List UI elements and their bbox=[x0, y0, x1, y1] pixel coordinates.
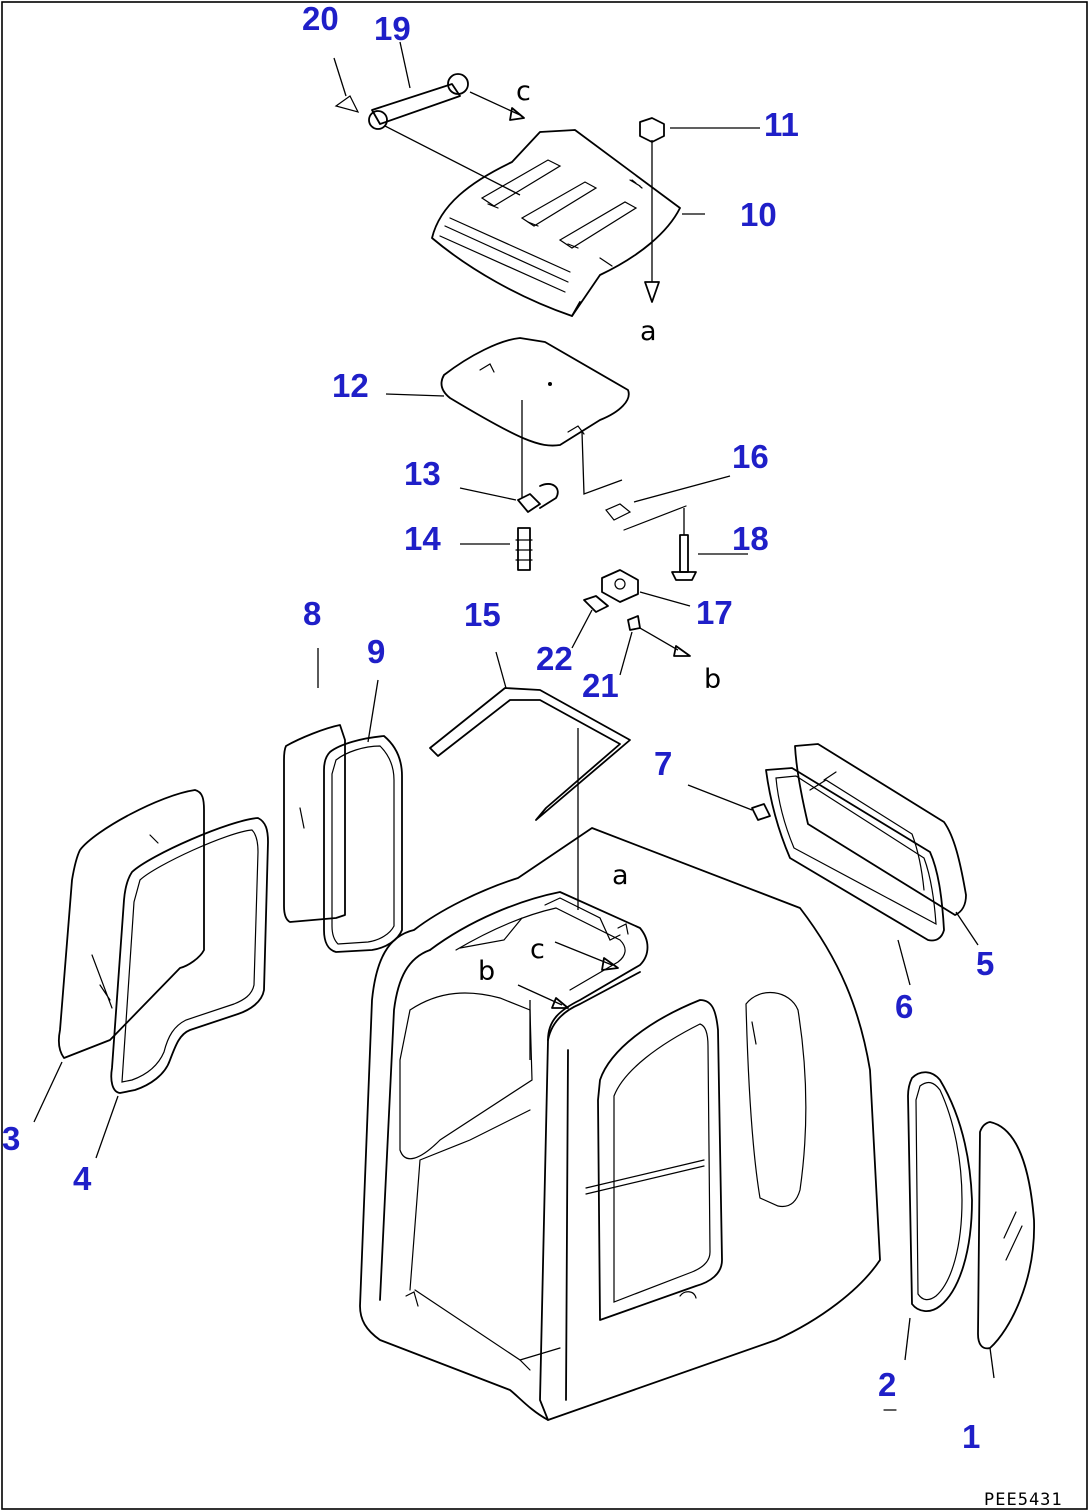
striker-17-part bbox=[601, 569, 639, 603]
ref-a-top: a bbox=[640, 316, 657, 347]
roof-panel-12 bbox=[440, 337, 630, 498]
rear-seal-6 bbox=[765, 767, 945, 942]
bolt-11-part bbox=[639, 117, 665, 303]
callout-11: 11 bbox=[764, 106, 799, 143]
callout-14: 14 bbox=[404, 520, 441, 557]
pin-21-part bbox=[627, 615, 691, 657]
callout-leaders bbox=[33, 41, 995, 1379]
callout-13: 13 bbox=[404, 455, 441, 492]
callout-19: 19 bbox=[374, 10, 411, 47]
callout-7: 7 bbox=[654, 745, 672, 782]
door-seal-4 bbox=[110, 817, 269, 1094]
door-glass-3 bbox=[57, 789, 205, 1059]
callout-2: 2 bbox=[878, 1366, 896, 1403]
ref-c-top: c bbox=[516, 76, 531, 107]
drawing-code: PEE5431 bbox=[984, 1490, 1063, 1510]
window-seal-9 bbox=[323, 735, 403, 953]
callout-15: 15 bbox=[464, 596, 501, 633]
callout-21: 21 bbox=[582, 667, 619, 704]
corner-seal-2 bbox=[907, 1071, 973, 1312]
callout-18: 18 bbox=[732, 520, 769, 557]
cab-reference-arrows bbox=[517, 941, 619, 1060]
corner-glass-1 bbox=[977, 1121, 1035, 1350]
callout-20: 20 bbox=[302, 0, 339, 37]
roof-seal-15 bbox=[429, 687, 631, 910]
callout-3: 3 bbox=[2, 1120, 20, 1157]
callout-6: 6 bbox=[895, 988, 913, 1025]
reference-letters: c a b a c b bbox=[478, 76, 721, 987]
lock-13-part bbox=[517, 483, 559, 513]
latch-16-part bbox=[605, 503, 687, 531]
retainer-7-part bbox=[751, 803, 771, 821]
gas-strut-19-part bbox=[334, 73, 525, 196]
ref-a-cab: a bbox=[612, 860, 629, 891]
roof-cover bbox=[431, 129, 681, 317]
callout-22: 22 bbox=[536, 640, 573, 677]
bolt-18-part bbox=[671, 508, 697, 581]
callout-17: 17 bbox=[696, 594, 733, 631]
callout-12: 12 bbox=[332, 367, 369, 404]
bolt-14-part bbox=[515, 527, 533, 571]
pin-22-part bbox=[583, 595, 609, 613]
callout-4: 4 bbox=[73, 1160, 92, 1197]
callout-numbers: 1 2 3 4 5 6 7 8 9 10 11 12 13 14 15 16 1… bbox=[2, 0, 994, 1455]
callout-8: 8 bbox=[303, 595, 321, 632]
cab-frame bbox=[359, 827, 881, 1421]
callout-1: 1 bbox=[962, 1418, 980, 1455]
ref-b-cab: b bbox=[478, 956, 495, 987]
callout-10: 10 bbox=[740, 196, 777, 233]
rear-glass-5 bbox=[794, 743, 967, 916]
ref-b-right: b bbox=[704, 664, 721, 695]
callout-9: 9 bbox=[367, 633, 385, 670]
callout-5: 5 bbox=[976, 945, 994, 982]
ref-c-cab: c bbox=[530, 934, 545, 965]
callout-16: 16 bbox=[732, 438, 769, 475]
window-glass-8 bbox=[283, 724, 346, 923]
